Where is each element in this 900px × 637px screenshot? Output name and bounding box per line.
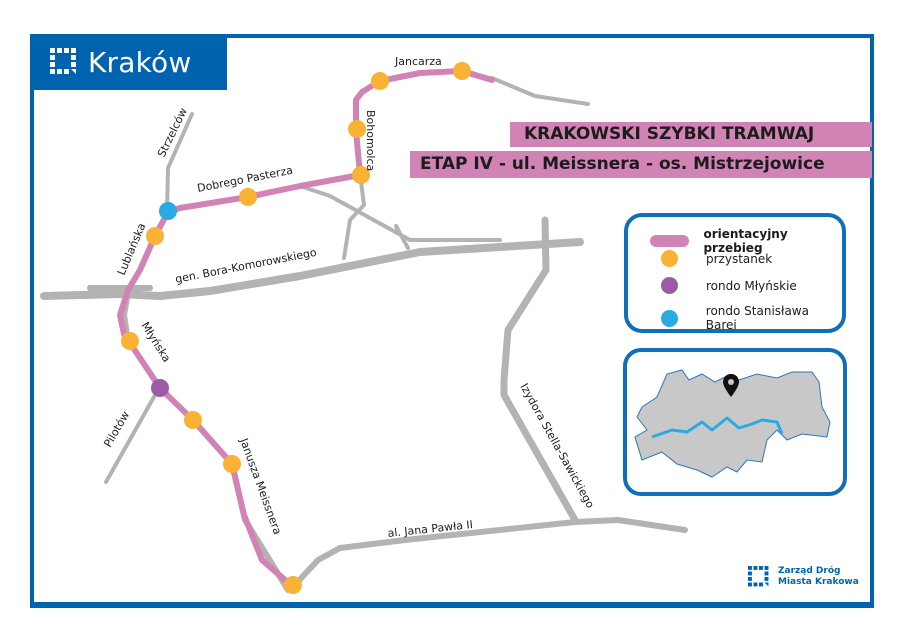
- road-jana-pawla: [289, 517, 688, 591]
- title-line-2: ETAP IV - ul. Meissnera - os. Mistrzejow…: [410, 151, 872, 178]
- location-pin-icon: [723, 374, 739, 397]
- route-line-swatch-icon: [650, 235, 690, 247]
- stop-icon: [184, 411, 202, 429]
- zdmk-grid-logo-icon: [748, 566, 769, 587]
- zdmk-text: Zarząd Dróg Miasta Krakowa: [778, 566, 859, 587]
- stop-icon: [223, 455, 241, 473]
- stop-icon: [352, 166, 370, 184]
- krakow-logo: Kraków: [30, 34, 227, 90]
- purple-dot-icon: [661, 277, 678, 294]
- legend-item-route: orientacyjny przebieg: [628, 227, 842, 255]
- road-strzelcow: [165, 112, 194, 214]
- legend-item-mlynskie: rondo Młyńskie: [628, 277, 797, 294]
- stop-icon: [121, 332, 139, 350]
- stop-icon: [284, 576, 302, 594]
- stops: [121, 62, 471, 594]
- stop-icon: [348, 120, 366, 138]
- legend-item-barei: rondo Stanisława Barei: [628, 304, 842, 332]
- krakow-grid-logo-icon: [50, 48, 76, 74]
- stop-icon: [239, 188, 257, 206]
- label-jancarza: Jancarza: [394, 55, 442, 68]
- stop-icon: [371, 72, 389, 90]
- zdmk-logo: Zarząd Dróg Miasta Krakowa: [748, 566, 859, 588]
- roundabout-mlynskie-icon: [151, 379, 169, 397]
- blue-dot-icon: [661, 309, 678, 327]
- stop-icon: [453, 62, 471, 80]
- logo-text: Kraków: [88, 45, 192, 79]
- title-line-1: KRAKOWSKI SZYBKI TRAMWAJ: [510, 122, 872, 147]
- legend: orientacyjny przebieg przystanek rondo M…: [624, 213, 846, 333]
- krakow-outline-map: [634, 369, 831, 478]
- label-mlynska: Młyńska: [138, 320, 173, 365]
- label-bohomolca: Bohomolca: [364, 110, 377, 171]
- road-jancarza-extension: [490, 76, 590, 106]
- locator-inset: [623, 348, 847, 496]
- road-stella-sawickiego: [500, 216, 579, 524]
- stop-dot-icon: [661, 250, 678, 267]
- legend-item-stop: przystanek: [628, 250, 772, 267]
- stop-icon: [146, 227, 164, 245]
- roundabout-barei-icon: [159, 202, 177, 220]
- road-pilotow: [104, 386, 161, 484]
